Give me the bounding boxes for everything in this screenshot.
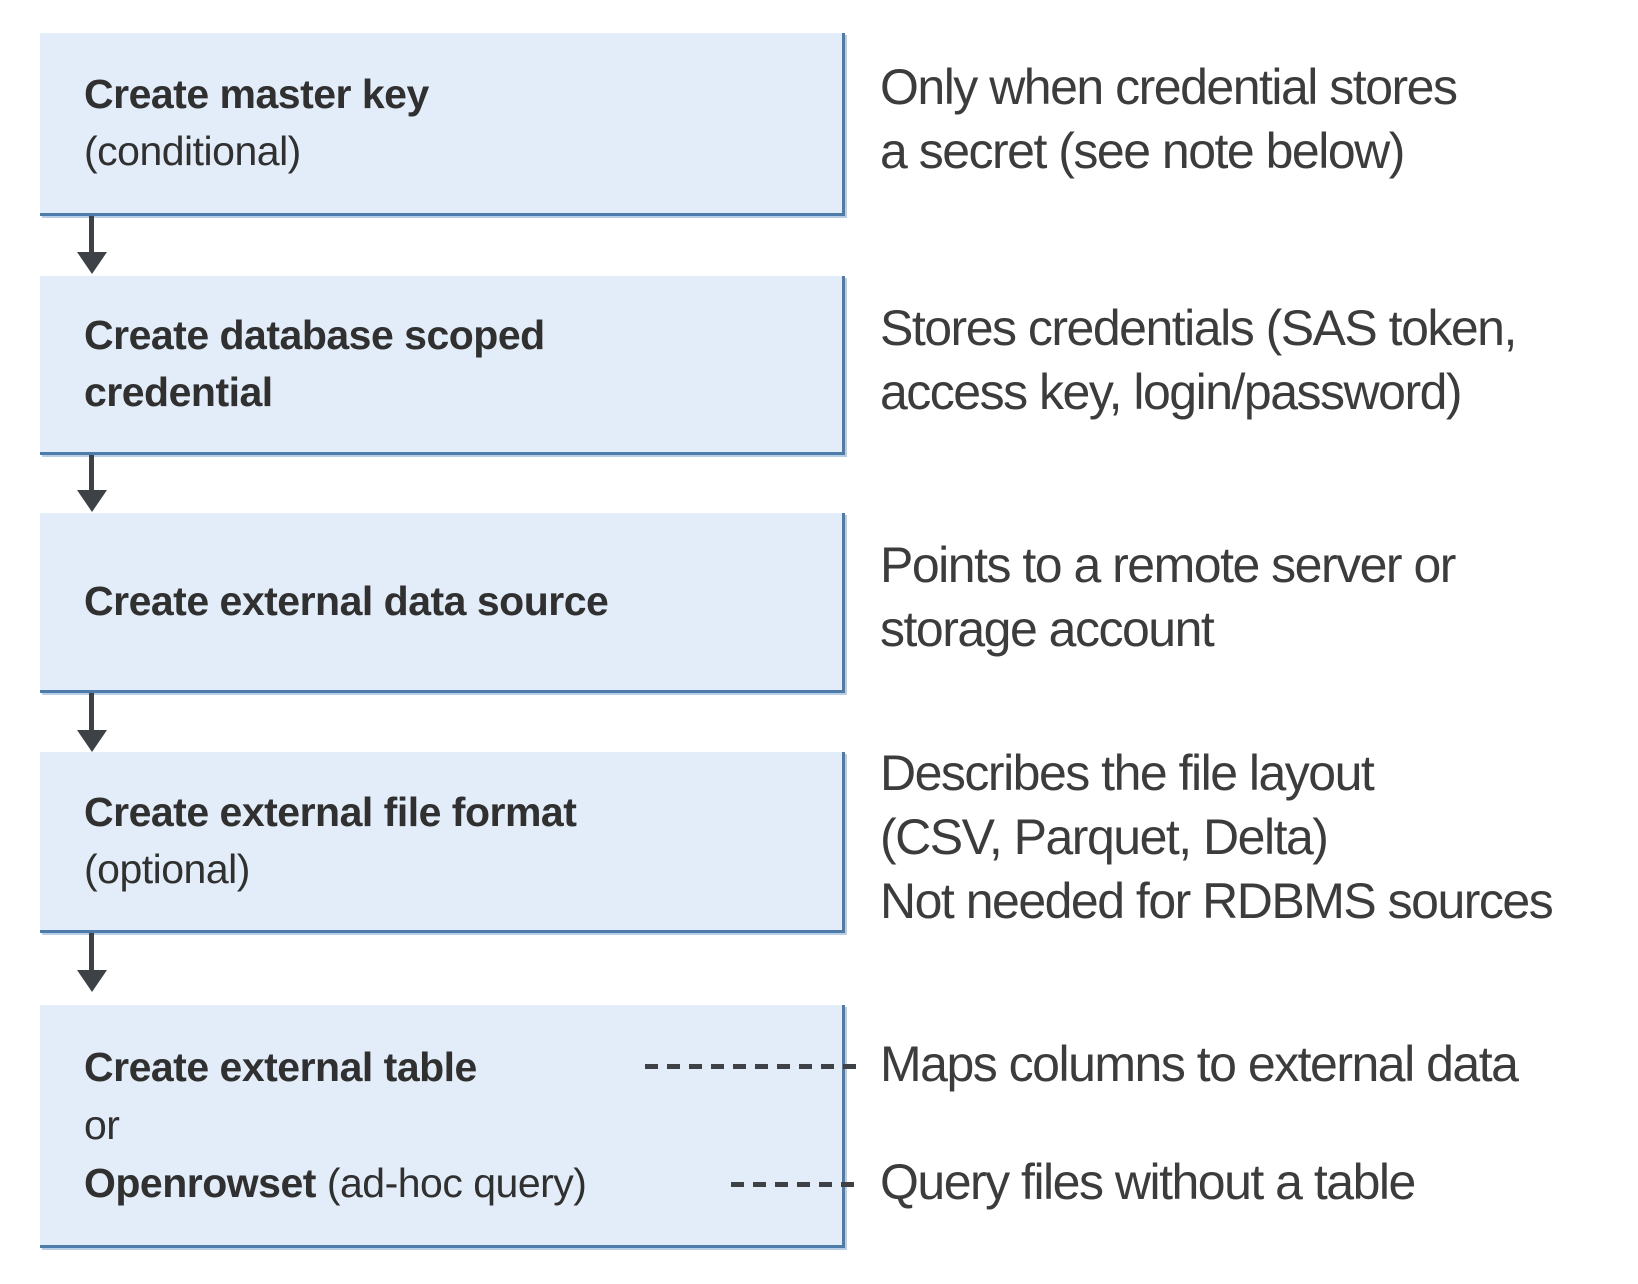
- option-create-external-table: Create external table: [84, 1044, 477, 1090]
- note-line: a secret (see note below): [880, 123, 1405, 179]
- dashed-connector-external-table: [645, 1064, 863, 1069]
- note-line: storage account: [880, 601, 1215, 657]
- step-title: Create external data source: [84, 578, 609, 624]
- note-openrowset: Query files without a table: [880, 1150, 1416, 1214]
- step-box-database-scoped-credential: Create database scoped credential: [40, 276, 845, 455]
- step-subtitle: (conditional): [84, 128, 301, 174]
- option-openrowset: Openrowset (ad-hoc query): [84, 1154, 842, 1212]
- note-line: access key, login/password): [880, 364, 1463, 420]
- step-title: Create external file format: [84, 789, 577, 835]
- note-data-source: Points to a remote server or storage acc…: [880, 533, 1456, 661]
- arrow-shaft: [89, 933, 94, 972]
- openrowset-label: Openrowset: [84, 1160, 316, 1206]
- note-file-format: Describes the file layout (CSV, Parquet,…: [880, 741, 1554, 933]
- arrow-shaft: [89, 216, 94, 254]
- step-box-external-table-or-openrowset: Create external table or Openrowset (ad-…: [40, 1005, 845, 1248]
- step-box-external-file-format: Create external file format (optional): [40, 752, 845, 933]
- arrow-shaft: [89, 693, 94, 732]
- step-title: Create master key: [84, 71, 429, 117]
- or-label: or: [84, 1102, 120, 1148]
- note-credential: Stores credentials (SAS token, access ke…: [880, 296, 1517, 424]
- note-line: (CSV, Parquet, Delta): [880, 809, 1329, 865]
- arrow-head-icon: [77, 490, 107, 512]
- note-line: Stores credentials (SAS token,: [880, 300, 1517, 356]
- note-line: Not needed for RDBMS sources: [880, 873, 1554, 929]
- note-line: Points to a remote server or: [880, 537, 1456, 593]
- step-box-create-master-key: Create master key (conditional): [40, 33, 845, 216]
- arrow-head-icon: [77, 730, 107, 752]
- note-line: Maps columns to external data: [880, 1036, 1519, 1092]
- step-title: Create database scoped: [84, 312, 545, 358]
- note-external-table: Maps columns to external data: [880, 1032, 1519, 1096]
- step-title-line2: credential: [84, 369, 273, 415]
- adhoc-query-label: (ad-hoc query): [315, 1160, 587, 1206]
- dashed-connector-openrowset: [731, 1182, 863, 1187]
- arrow-shaft: [89, 455, 94, 492]
- step-box-external-data-source: Create external data source: [40, 513, 845, 693]
- note-line: Describes the file layout: [880, 745, 1375, 801]
- step-subtitle: (optional): [84, 846, 250, 892]
- arrow-head-icon: [77, 252, 107, 274]
- note-line: Query files without a table: [880, 1154, 1416, 1210]
- note-line: Only when credential stores: [880, 59, 1458, 115]
- arrow-head-icon: [77, 970, 107, 992]
- note-master-key: Only when credential stores a secret (se…: [880, 55, 1458, 183]
